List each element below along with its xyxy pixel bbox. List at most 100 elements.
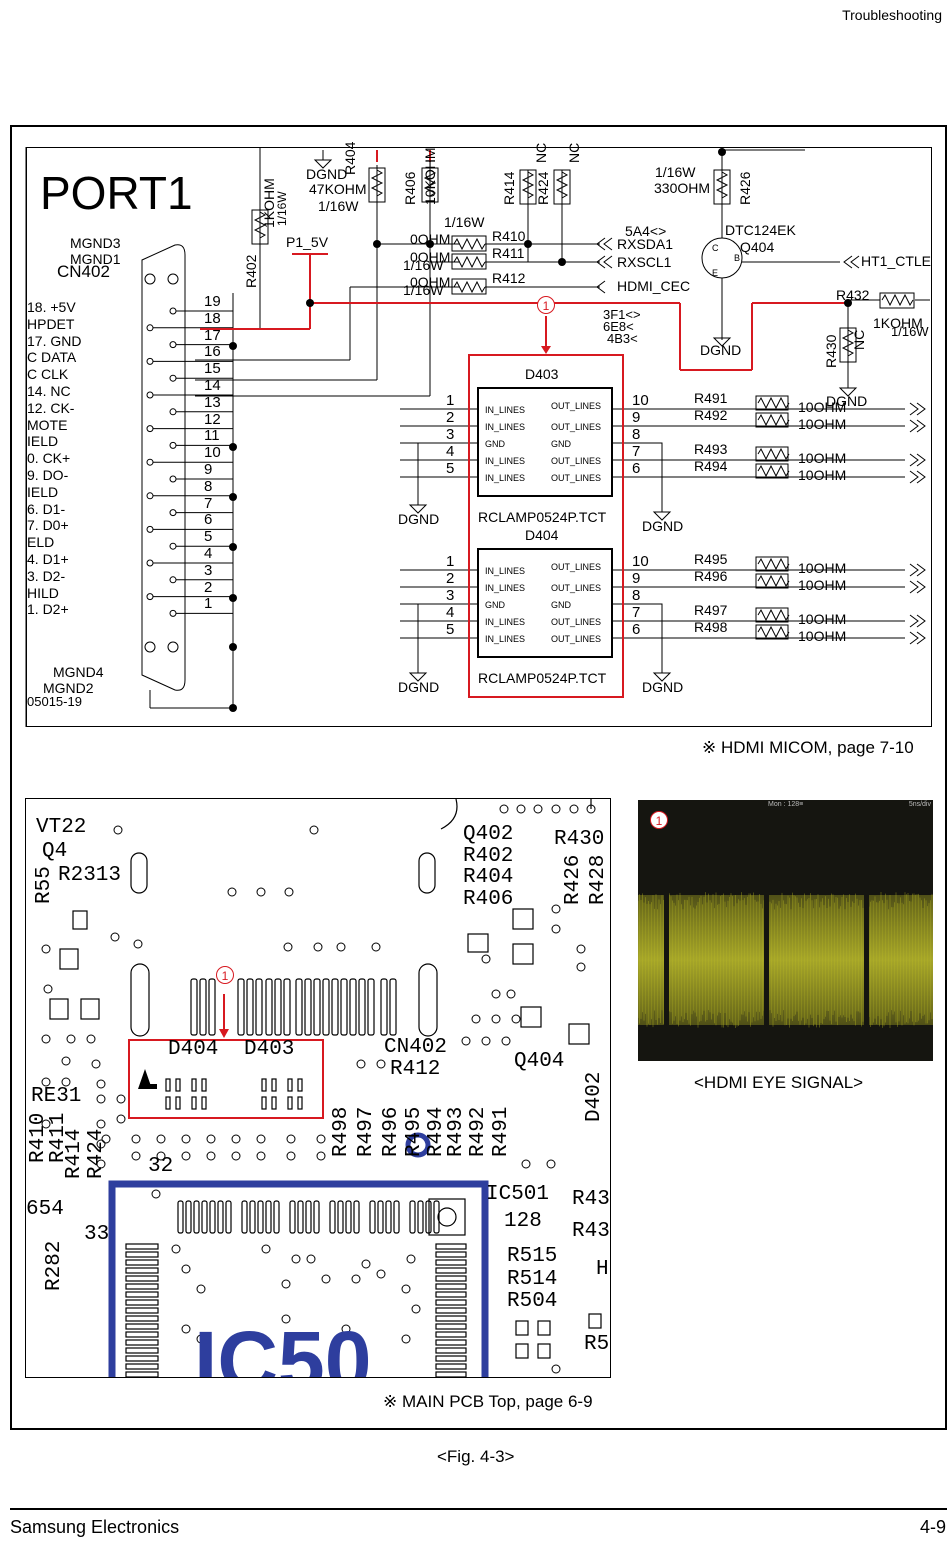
r414-nc: NC [533, 142, 549, 163]
pcb-label: R497 [355, 1106, 378, 1157]
clamp-resistor-ref: R497 [694, 602, 728, 618]
pcb-label: VT22 [36, 816, 87, 839]
pcb-label: R426 [562, 854, 585, 905]
r404-dgnd: DGND [306, 166, 348, 182]
pcb-label: R492 [467, 1106, 490, 1157]
pcb-label: R498 [330, 1106, 353, 1157]
chip-in-label: GND [485, 600, 505, 610]
ref-6e8: 6E8< [603, 319, 634, 334]
pin-name: 17. GND [27, 332, 82, 349]
r402-rating: 1/16W [275, 191, 289, 226]
pcb-artwork [41, 799, 602, 1377]
pin-number: 15 [204, 360, 221, 378]
chip-pin-left: 2 [446, 570, 455, 587]
p1-5v-label: P1_5V [286, 234, 329, 250]
ref-3f1: 3F1<> [603, 307, 641, 322]
signal-hdmi-cec: HDMI_CEC [617, 278, 691, 294]
chip-out-label: GND [551, 439, 571, 449]
pcb-label: R414 [63, 1128, 86, 1179]
clamp-resistor-ref: R496 [694, 568, 728, 584]
signal-rxsda1: RXSDA1 [617, 236, 674, 252]
chip-pin-right: 6 [632, 621, 641, 638]
pcb-label: 32 [148, 1155, 174, 1178]
pcb-label: 33 [84, 1223, 110, 1246]
clamp-resistor-value: 10OHM [798, 560, 847, 576]
clamp-resistor-value: 10OHM [798, 628, 847, 644]
pin-number: 5 [204, 528, 213, 546]
chip-pin-right: 6 [632, 460, 641, 477]
clamp-resistor-value: 10OHM [798, 611, 847, 627]
pin-name: 4. D1+ [27, 551, 69, 567]
chip-ref: D404 [525, 527, 559, 543]
pin-number: 12 [204, 410, 221, 428]
pcb-label: R43 [572, 1220, 610, 1243]
chip-pin-right: 8 [632, 587, 641, 604]
pin-number: 8 [204, 477, 213, 495]
figure-caption: <Fig. 4-3> [437, 1447, 515, 1466]
pin-name: HPDET [27, 315, 75, 332]
pcb-reference: ※ MAIN PCB Top, page 6-9 [383, 1392, 593, 1411]
chip-pin-left: 3 [446, 426, 455, 443]
r411-ref: R411 [492, 245, 525, 261]
r424-nc: NC [566, 142, 582, 163]
pcb-label: R43 [572, 1188, 610, 1211]
pcb-label: Q404 [514, 1050, 565, 1073]
eye-header-text: Mon : 128≡ [768, 801, 804, 808]
clamp-resistor-ref: R491 [694, 390, 728, 406]
pin-name: MOTE [27, 416, 68, 433]
pin-name: C CLK [27, 366, 69, 383]
chip-out-label: OUT_LINES [551, 634, 602, 644]
pcb-label: R515 [507, 1245, 558, 1268]
clamp-highlight [468, 354, 624, 698]
pcb-label: R404 [463, 866, 514, 889]
eye-callout: 1 [650, 811, 668, 829]
pin-number: 19 [204, 293, 221, 310]
footer-company: Samsung Electronics [10, 1517, 180, 1537]
pcb-label: R496 [380, 1106, 403, 1157]
pcb-label: CN402 [384, 1036, 448, 1059]
pcb-callout: 1 [216, 966, 234, 984]
pcb-clamp-highlight [128, 1039, 324, 1119]
pcb-label: 128 [504, 1210, 542, 1233]
clamp-resistor-value: 10OHM [798, 577, 847, 593]
clamp-resistor-value: 10OHM [798, 467, 847, 483]
r411-value: 0OHM [410, 249, 451, 265]
r402-ref: R402 [243, 254, 259, 288]
pcb-label: R504 [507, 1290, 558, 1313]
signal-ht1-ctle: HT1_CTLE [861, 253, 932, 269]
ref-4b3: 4B3< [607, 331, 638, 346]
pcb-label: D403 [244, 1038, 295, 1061]
pcb-label: R282 [43, 1240, 66, 1291]
chip-pin-left: 2 [446, 409, 455, 426]
chip-dgnd-right: DGND [642, 679, 684, 695]
pcb-label: R514 [507, 1268, 558, 1291]
schematic-callout: 1 [537, 296, 555, 314]
pcb-label: R2313 [58, 864, 122, 887]
r412-value: 0OHM [410, 274, 451, 290]
eye-signal-scope: Mon : 128≡ 5ns/div 1 [638, 800, 933, 1061]
pin-number: 3 [204, 561, 213, 579]
chip-dgnd-left: DGND [398, 511, 440, 527]
chip-dgnd-right: DGND [642, 518, 684, 534]
mgnd4-label: MGND4 [53, 664, 104, 680]
pcb-label: R5 [584, 1333, 610, 1356]
pin-number: 16 [204, 343, 221, 361]
pcb-ic-label: IC50 [194, 1314, 372, 1378]
connector-ref: CN402 [57, 262, 110, 281]
pcb-label: R430 [554, 828, 605, 851]
chip-in-label: IN_LINES [485, 473, 526, 483]
pin-number: 9 [204, 461, 213, 478]
chip-pin-left: 3 [446, 587, 455, 604]
pcb-label: Q4 [42, 840, 68, 863]
chip-ref: D403 [525, 366, 559, 382]
chip-body [477, 548, 613, 658]
r432-value: 1KOHM [873, 315, 923, 331]
pin-number: 7 [204, 494, 213, 512]
schematic-wiring [25, 147, 930, 727]
chip-pin-right: 7 [632, 604, 641, 621]
chip-body [477, 387, 613, 497]
mgnd2-label: MGND2 [43, 680, 94, 696]
q404-pin-e: E [712, 268, 719, 278]
pin-number: 6 [204, 511, 213, 529]
r406-rating: 1/16W [444, 214, 485, 230]
